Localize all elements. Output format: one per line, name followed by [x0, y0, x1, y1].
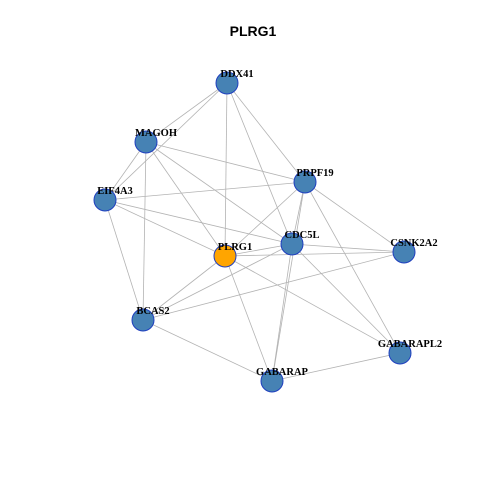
- edge-magoh-bcas2: [142, 141, 147, 321]
- edge-plrg1-csnk2a2: [224, 251, 405, 257]
- edge-cdc5l-bcas2: [142, 243, 293, 321]
- edge-cdc5l-gabarapl2: [291, 243, 401, 354]
- node-label-csnk2a2: CSNK2A2: [390, 238, 437, 249]
- node-cdc5l: CDC5L: [280, 230, 320, 256]
- node-label-plrg1: PLRG1: [218, 242, 252, 253]
- edge-magoh-plrg1: [145, 141, 226, 257]
- node-label-magoh: MAGOH: [135, 128, 177, 139]
- node-circle-plrg1: [213, 244, 237, 268]
- node-label-cdc5l: CDC5L: [284, 230, 319, 241]
- edge-eif4a3-bcas2: [104, 199, 144, 321]
- edge-prpf19-gabarap: [271, 181, 306, 382]
- node-circle-gabarapl2: [388, 341, 412, 365]
- node-circle-magoh: [134, 130, 158, 154]
- edge-ddx41-eif4a3: [104, 82, 228, 201]
- node-magoh: MAGOH: [134, 128, 177, 154]
- node-circle-csnk2a2: [392, 240, 416, 264]
- edge-cdc5l-csnk2a2: [291, 243, 405, 253]
- node-label-ddx41: DDX41: [220, 69, 253, 80]
- node-gabarapl2: GABARAPL2: [378, 339, 442, 365]
- node-label-prpf19: PRPF19: [296, 168, 333, 179]
- node-circle-eif4a3: [93, 188, 117, 212]
- edge-ddx41-cdc5l: [226, 82, 293, 245]
- edge-gabarap-gabarapl2: [271, 352, 401, 382]
- edge-prpf19-plrg1: [224, 181, 306, 257]
- node-eif4a3: EIF4A3: [93, 186, 133, 212]
- node-circle-prpf19: [293, 170, 317, 194]
- node-label-gabarap: GABARAP: [256, 367, 309, 378]
- node-circle-gabarap: [260, 369, 284, 393]
- edge-plrg1-gabarapl2: [224, 255, 401, 354]
- edge-magoh-cdc5l: [145, 141, 293, 245]
- node-circle-cdc5l: [280, 232, 304, 256]
- node-prpf19: PRPF19: [293, 168, 334, 194]
- node-csnk2a2: CSNK2A2: [390, 238, 438, 264]
- node-label-bcas2: BCAS2: [136, 306, 169, 317]
- edge-layer: [104, 82, 405, 382]
- edge-ddx41-prpf19: [226, 82, 306, 183]
- node-circle-bcas2: [131, 308, 155, 332]
- edge-eif4a3-plrg1: [104, 199, 226, 257]
- edge-bcas2-csnk2a2: [142, 251, 405, 321]
- edge-eif4a3-cdc5l: [104, 199, 293, 245]
- graph-title: PLRG1: [230, 23, 277, 39]
- edge-prpf19-csnk2a2: [304, 181, 405, 253]
- edge-eif4a3-prpf19: [104, 181, 306, 201]
- node-plrg1: PLRG1: [213, 242, 252, 268]
- edge-cdc5l-gabarap: [271, 243, 293, 382]
- edge-ddx41-plrg1: [224, 82, 228, 257]
- node-ddx41: DDX41: [215, 69, 254, 95]
- node-label-eif4a3: EIF4A3: [97, 186, 133, 197]
- edge-plrg1-gabarap: [224, 255, 273, 382]
- node-label-gabarapl2: GABARAPL2: [378, 339, 442, 350]
- node-bcas2: BCAS2: [131, 306, 170, 332]
- edge-bcas2-gabarap: [142, 319, 273, 382]
- edge-plrg1-bcas2: [142, 255, 226, 321]
- edge-magoh-eif4a3: [104, 141, 147, 201]
- edge-magoh-prpf19: [145, 141, 306, 183]
- node-circle-ddx41: [215, 71, 239, 95]
- edge-ddx41-magoh: [145, 82, 228, 143]
- node-gabarap: GABARAP: [256, 367, 309, 393]
- edge-prpf19-gabarapl2: [304, 181, 401, 354]
